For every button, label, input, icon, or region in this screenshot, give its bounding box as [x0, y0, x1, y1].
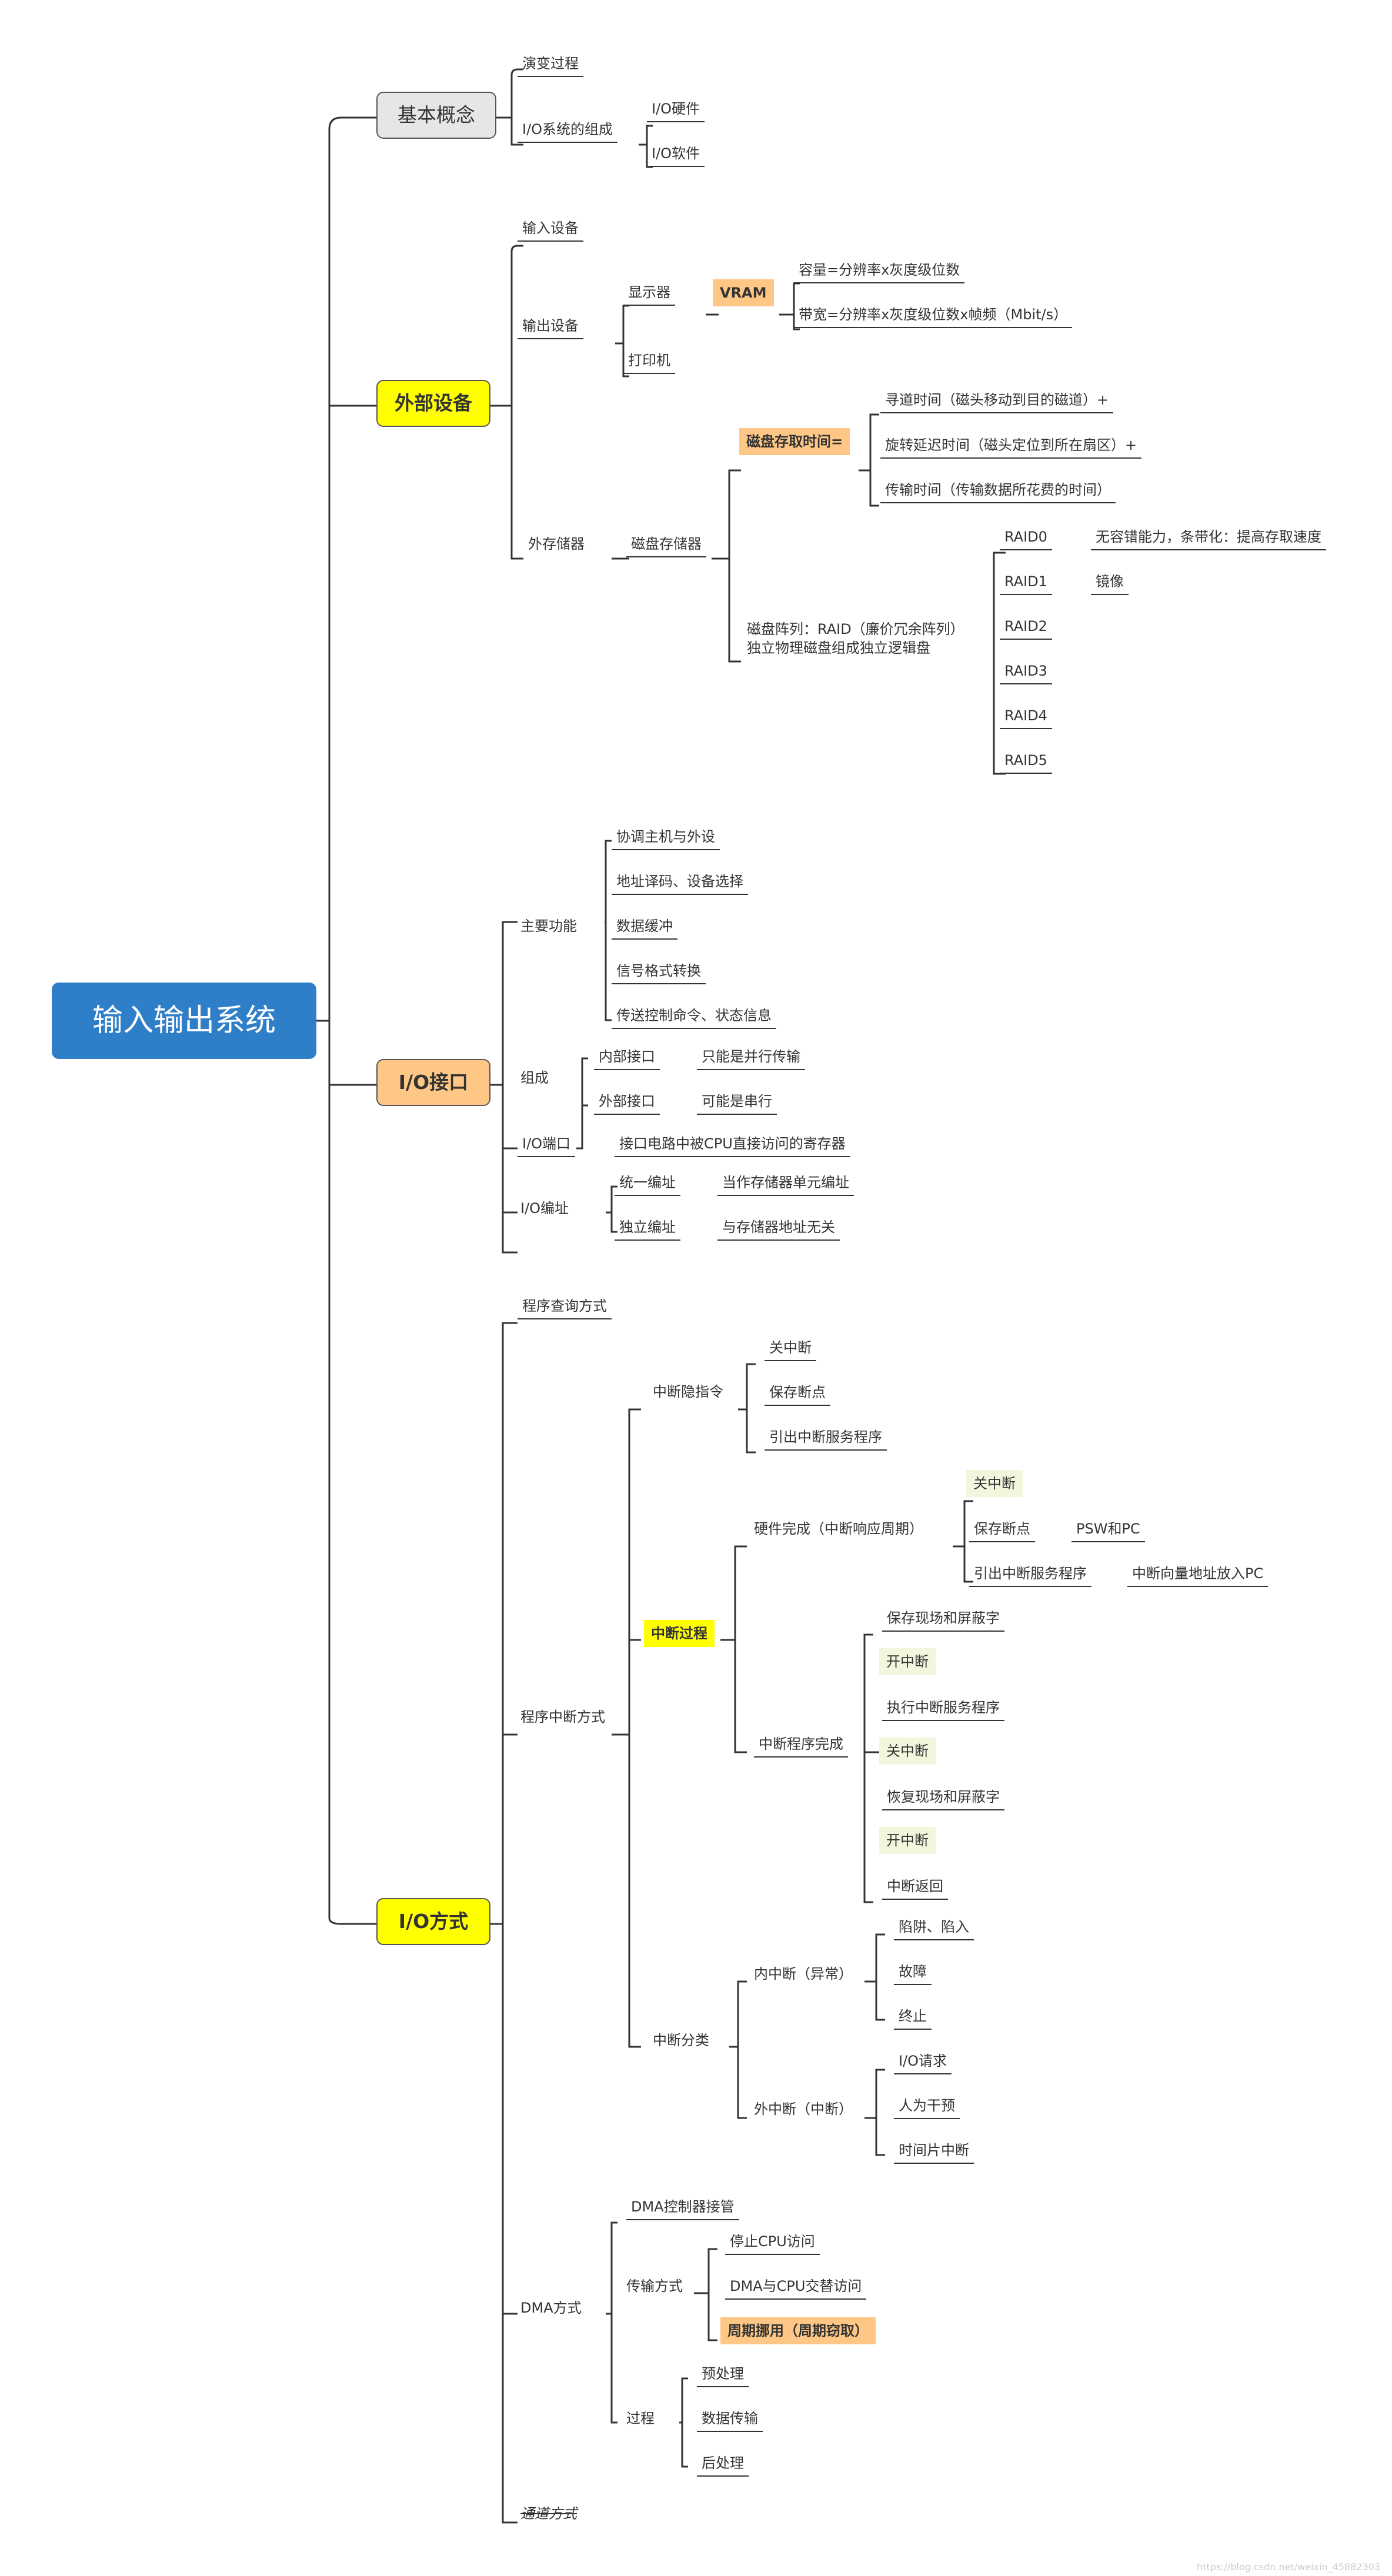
- node-step-4[interactable]: 关中断: [879, 1738, 936, 1765]
- raid-array-line-1: 磁盘阵列：RAID（廉价冗余阵列）: [747, 621, 964, 637]
- node-preprocess[interactable]: 预处理: [697, 2365, 749, 2387]
- category-basic-concepts[interactable]: 基本概念: [376, 92, 496, 139]
- node-internal-interrupt[interactable]: 内中断（异常）: [754, 1966, 853, 1982]
- node-composition[interactable]: 组成: [520, 1070, 549, 1086]
- node-transfer-mode[interactable]: 传输方式: [626, 2278, 683, 2294]
- node-data-transfer[interactable]: 数据传输: [697, 2410, 763, 2432]
- node-io-request[interactable]: I/O请求: [894, 2052, 952, 2074]
- node-process[interactable]: 过程: [626, 2410, 655, 2427]
- node-external-interrupt[interactable]: 外中断（中断）: [754, 2101, 853, 2117]
- node-interrupt-mode[interactable]: 程序中断方式: [520, 1709, 605, 1725]
- node-close-interrupt[interactable]: 关中断: [765, 1339, 816, 1361]
- watermark-text: https://blog.csdn.net/weixin_45882303: [1196, 2561, 1380, 2572]
- node-output-device[interactable]: 输出设备: [518, 317, 583, 339]
- node-hw-lead-isr[interactable]: 引出中断服务程序: [969, 1565, 1091, 1587]
- node-postprocess[interactable]: 后处理: [697, 2454, 749, 2477]
- node-alternate-access[interactable]: DMA与CPU交替访问: [725, 2277, 867, 2300]
- node-evolution[interactable]: 演变过程: [518, 55, 583, 77]
- node-timeslice-interrupt[interactable]: 时间片中断: [894, 2141, 974, 2164]
- node-display[interactable]: 显示器: [623, 283, 675, 306]
- node-raid5[interactable]: RAID5: [1000, 751, 1052, 774]
- node-cycle-steal[interactable]: 周期挪用（周期窃取）: [720, 2317, 876, 2344]
- node-fault[interactable]: 故障: [894, 1963, 932, 1985]
- node-raid4[interactable]: RAID4: [1000, 707, 1052, 729]
- node-vector-address[interactable]: 中断向量地址放入PC: [1127, 1565, 1269, 1587]
- node-raid3[interactable]: RAID3: [1000, 662, 1052, 684]
- node-bandwidth[interactable]: 带宽=分辨率x灰度级位数x帧频（Mbit/s）: [794, 306, 1073, 328]
- node-unified-addressing[interactable]: 统一编址: [615, 1174, 680, 1196]
- node-io-port[interactable]: I/O端口: [518, 1135, 576, 1157]
- node-function-3[interactable]: 数据缓冲: [612, 917, 677, 940]
- node-lead-isr[interactable]: 引出中断服务程序: [765, 1428, 887, 1451]
- node-raid2[interactable]: RAID2: [1000, 617, 1052, 640]
- node-raid1[interactable]: RAID1: [1000, 573, 1052, 595]
- node-io-addressing[interactable]: I/O编址: [520, 1200, 569, 1217]
- node-external-storage[interactable]: 外存储器: [528, 536, 585, 552]
- node-unified-addressing-desc[interactable]: 当作存储器单元编址: [717, 1174, 854, 1196]
- node-step-3[interactable]: 执行中断服务程序: [882, 1699, 1004, 1721]
- node-step-1[interactable]: 保存现场和屏蔽字: [882, 1609, 1004, 1632]
- node-vram[interactable]: VRAM: [713, 279, 774, 306]
- node-disk-access-time[interactable]: 磁盘存取时间=: [739, 428, 850, 455]
- node-channel-mode[interactable]: 通道方式: [520, 2505, 577, 2522]
- node-io-system-composition[interactable]: I/O系统的组成: [518, 121, 618, 143]
- node-capacity[interactable]: 容量=分辨率x灰度级位数: [794, 261, 965, 283]
- node-abort[interactable]: 终止: [894, 2007, 932, 2030]
- node-transfer-time[interactable]: 传输时间（传输数据所花费的时间）: [880, 481, 1116, 503]
- node-implicit-instruction[interactable]: 中断隐指令: [653, 1384, 723, 1400]
- node-step-5[interactable]: 恢复现场和屏蔽字: [882, 1788, 1004, 1810]
- node-function-1[interactable]: 协调主机与外设: [612, 828, 720, 850]
- node-printer[interactable]: 打印机: [623, 352, 675, 374]
- node-interrupt-classification[interactable]: 中断分类: [653, 2032, 709, 2049]
- node-io-hardware[interactable]: I/O硬件: [647, 100, 705, 122]
- node-disk-storage[interactable]: 磁盘存储器: [626, 535, 706, 557]
- raid-array-line-2: 独立物理磁盘组成独立逻辑盘: [747, 640, 930, 656]
- node-human-intervention[interactable]: 人为干预: [894, 2097, 960, 2119]
- node-software-done[interactable]: 中断程序完成: [754, 1735, 848, 1758]
- node-function-2[interactable]: 地址译码、设备选择: [612, 873, 748, 895]
- category-io-interface[interactable]: I/O接口: [376, 1059, 490, 1106]
- node-function-5[interactable]: 传送控制命令、状态信息: [612, 1007, 776, 1029]
- node-save-breakpoint[interactable]: 保存断点: [765, 1384, 830, 1406]
- node-step-7[interactable]: 中断返回: [882, 1877, 948, 1900]
- category-external-devices[interactable]: 外部设备: [376, 380, 490, 427]
- node-io-port-desc[interactable]: 接口电路中被CPU直接访问的寄存器: [615, 1135, 850, 1157]
- node-independent-addressing[interactable]: 独立编址: [615, 1218, 680, 1241]
- node-function-4[interactable]: 信号格式转换: [612, 962, 706, 984]
- node-raid0-desc[interactable]: 无容错能力，条带化：提高存取速度: [1091, 528, 1326, 550]
- node-dma-mode[interactable]: DMA方式: [520, 2300, 582, 2316]
- node-interrupt-process[interactable]: 中断过程: [644, 1620, 715, 1647]
- node-stop-cpu[interactable]: 停止CPU访问: [725, 2233, 820, 2255]
- node-raid0[interactable]: RAID0: [1000, 528, 1052, 550]
- root-node[interactable]: 输入输出系统: [52, 983, 316, 1059]
- node-main-functions[interactable]: 主要功能: [520, 918, 577, 934]
- node-hardware-done[interactable]: 硬件完成（中断响应周期）: [754, 1521, 923, 1537]
- node-internal-interface-desc[interactable]: 只能是并行传输: [697, 1048, 805, 1070]
- node-raid-array[interactable]: 磁盘阵列：RAID（廉价冗余阵列） 独立物理磁盘组成独立逻辑盘: [747, 620, 964, 657]
- node-dma-takeover[interactable]: DMA控制器接管: [626, 2198, 739, 2220]
- node-seek-time[interactable]: 寻道时间（磁头移动到目的磁道）+: [880, 391, 1114, 413]
- node-external-interface[interactable]: 外部接口: [594, 1092, 660, 1115]
- node-input-device[interactable]: 输入设备: [518, 219, 583, 242]
- node-internal-interface[interactable]: 内部接口: [594, 1048, 660, 1070]
- node-hw-save-breakpoint[interactable]: 保存断点: [969, 1520, 1035, 1542]
- node-step-2[interactable]: 开中断: [879, 1648, 936, 1675]
- node-rotation-delay[interactable]: 旋转延迟时间（磁头定位到所在扇区）+: [880, 436, 1142, 459]
- category-io-methods[interactable]: I/O方式: [376, 1898, 490, 1945]
- node-hw-close-interrupt[interactable]: 关中断: [966, 1470, 1023, 1497]
- node-independent-addressing-desc[interactable]: 与存储器地址无关: [717, 1218, 840, 1241]
- node-step-6[interactable]: 开中断: [879, 1827, 936, 1854]
- node-raid1-desc[interactable]: 镜像: [1091, 573, 1129, 595]
- node-io-software[interactable]: I/O软件: [647, 145, 705, 167]
- node-external-interface-desc[interactable]: 可能是串行: [697, 1092, 777, 1115]
- node-trap[interactable]: 陷阱、陷入: [894, 1918, 974, 1940]
- node-polling[interactable]: 程序查询方式: [518, 1297, 612, 1319]
- node-psw-pc[interactable]: PSW和PC: [1071, 1520, 1145, 1542]
